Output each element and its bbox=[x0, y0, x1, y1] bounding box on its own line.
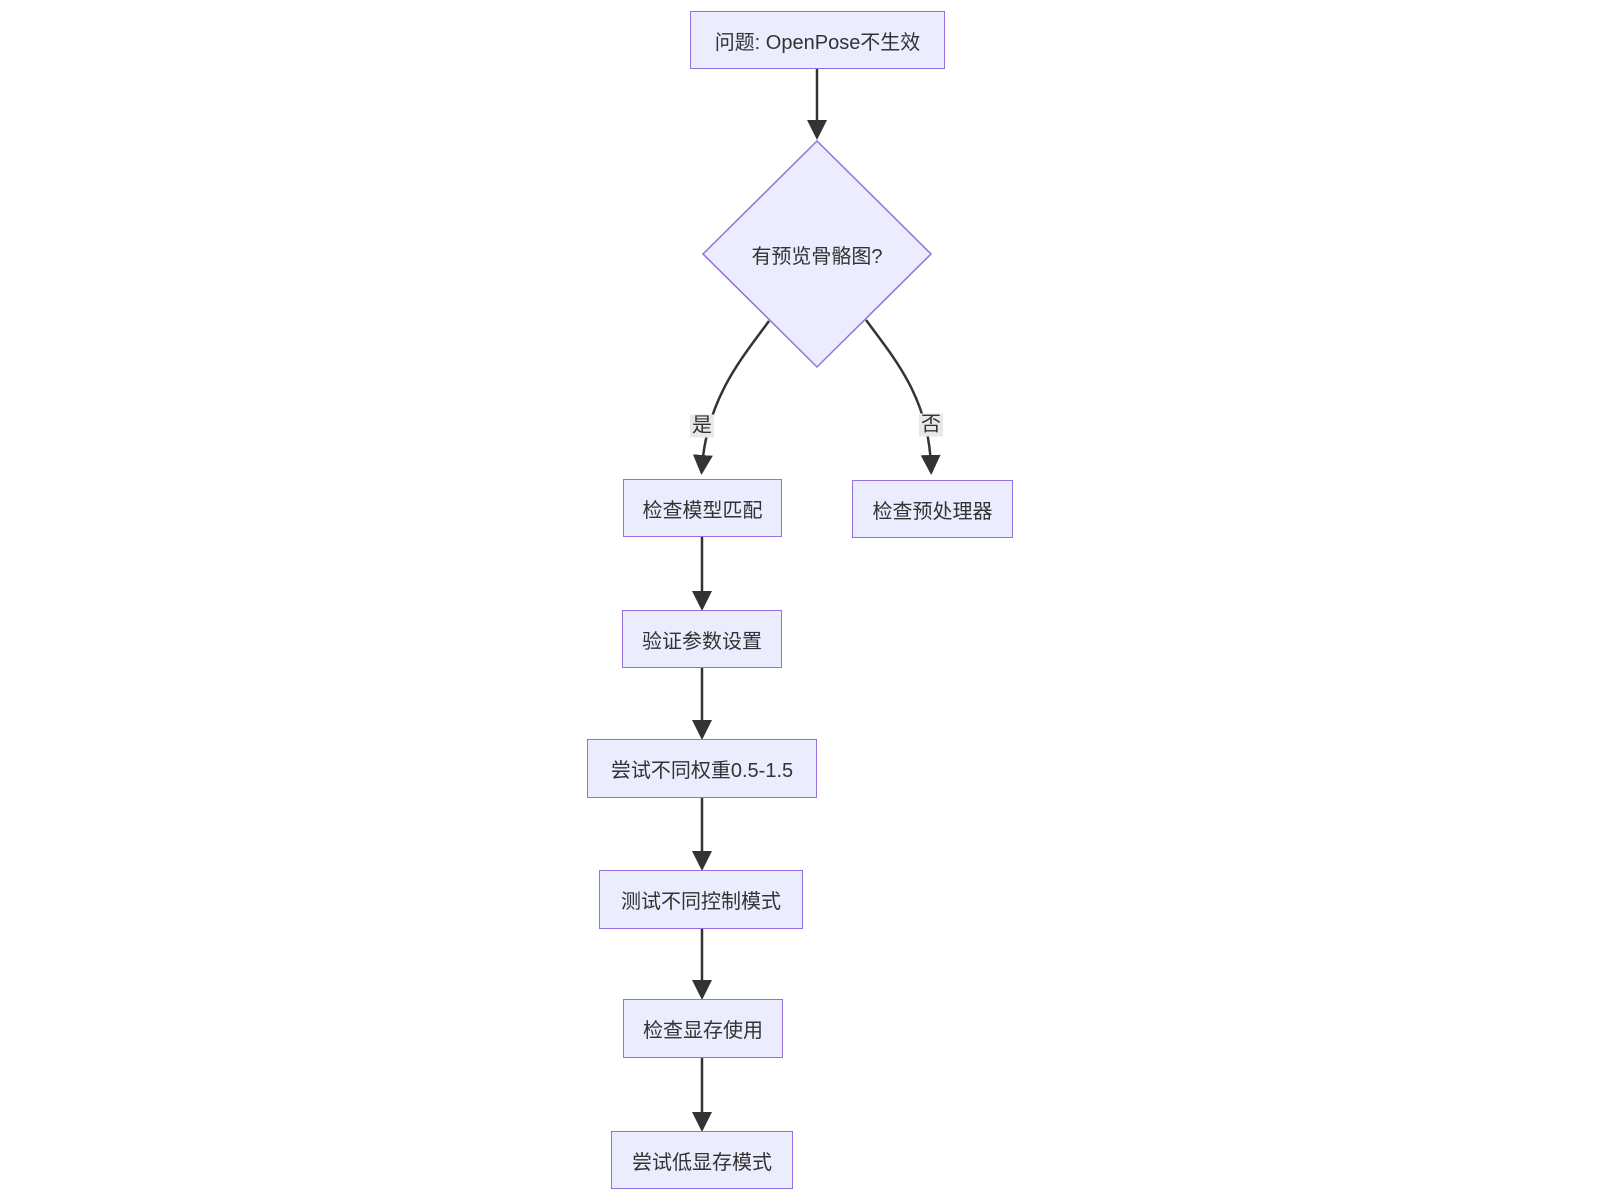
node-check-model: 检查模型匹配 bbox=[623, 479, 782, 537]
edge-label-no: 否 bbox=[919, 413, 943, 437]
node-problem: 问题: OpenPose不生效 bbox=[690, 11, 945, 69]
edge-decision-to-check-preprocessor bbox=[864, 319, 941, 475]
node-try-lowvram: 尝试低显存模式 bbox=[611, 1131, 793, 1189]
node-decision-label: 有预览骨骼图? bbox=[751, 245, 883, 268]
node-check-vram: 检查显存使用 bbox=[623, 999, 783, 1058]
node-test-control-modes: 测试不同控制模式 bbox=[599, 870, 803, 929]
node-try-weights: 尝试不同权重0.5-1.5 bbox=[587, 739, 817, 798]
decision-diamond-shape bbox=[701, 139, 933, 369]
node-verify-params: 验证参数设置 bbox=[622, 610, 782, 668]
edge-decision-to-check-model bbox=[692, 320, 771, 475]
edge-label-yes: 是 bbox=[690, 414, 714, 438]
node-check-preprocessor: 检查预处理器 bbox=[852, 480, 1013, 538]
